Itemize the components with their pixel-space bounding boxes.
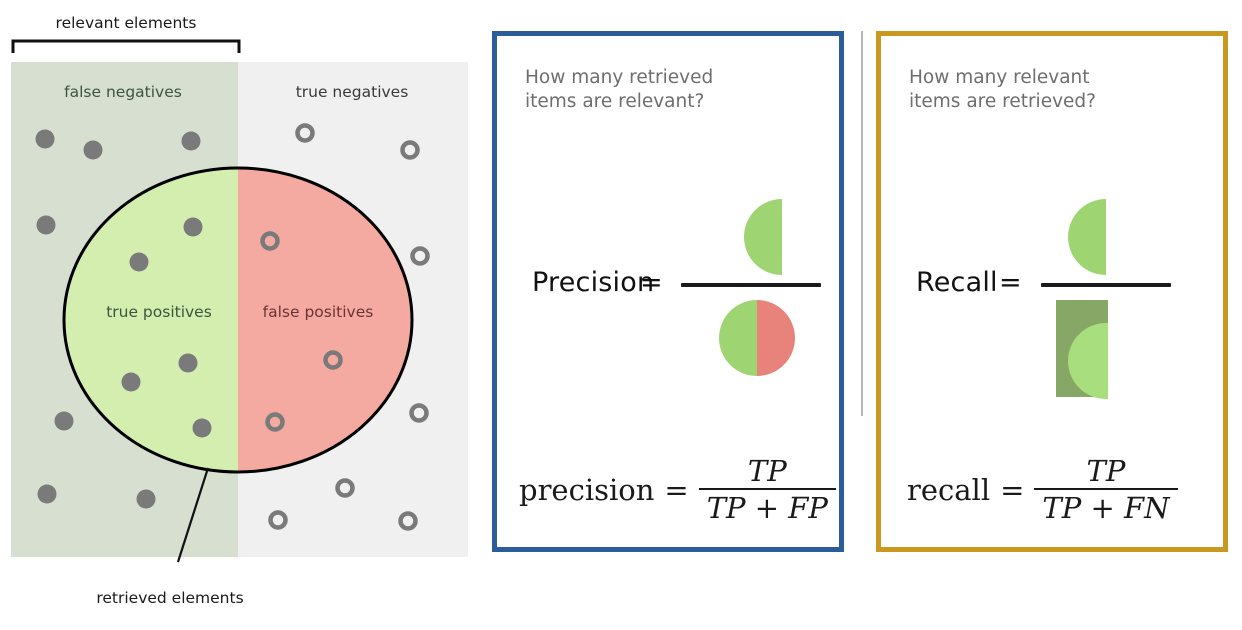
true-positives-region [64,168,238,472]
precision-formula-equals: = [664,472,689,507]
precision-question: How many retrieved items are relevant? [525,67,714,112]
non-relevant-item-circle [400,140,420,160]
recall-formula-name: recall [907,472,991,507]
relevant-item-dot [54,411,74,431]
non-relevant-item-markers [260,123,430,531]
relevant-item-dot [136,489,156,509]
split-disc-red-half [757,300,795,376]
recall-metric-label: Recall [916,267,998,298]
precision-recall-venn-diagram: relevant elements false negatives true n… [11,14,468,607]
non-relevant-item-circle [323,350,343,370]
relevant-item-dot [129,252,149,272]
recall-card: How many relevant items are retrieved? R… [876,31,1228,552]
non-relevant-item-circle [260,231,280,251]
relevant-item-markers [35,129,212,509]
precision-formula: precision = TP TP + FP [519,456,836,524]
recall-formula: recall = TP TP + FN [907,456,1178,524]
relevant-item-dot [83,140,103,160]
recall-fraction-bar [1041,283,1171,287]
relevant-item-dot [37,484,57,504]
precision-fraction-bar [681,283,821,287]
label-true-positives: true positives [106,303,212,321]
non-relevant-item-circle [335,478,355,498]
recall-equals-sign: = [999,267,1022,298]
relevant-item-dot [35,129,55,149]
recall-formula-rule [1034,488,1178,491]
non-relevant-item-circle [295,123,315,143]
relevant-item-dot [121,372,141,392]
relevant-item-dot [183,217,203,237]
recall-visual-equation: Recall = [881,199,1223,401]
precision-metric-label: Precision [532,267,655,298]
non-relevant-item-circle [410,246,430,266]
retrieved-ellipse-outline [62,166,414,474]
precision-formula-denominator: TP + FP [706,491,828,526]
precision-formula-numerator: TP [747,454,787,488]
split-disc-green-half [719,300,757,376]
non-relevant-item-circle [409,403,429,423]
precision-numerator-half-disc [744,199,782,275]
recall-denominator-relevant-box [1056,300,1108,399]
relevant-elements-bracket [11,39,241,53]
non-relevant-item-circle [268,510,288,530]
relevant-item-dot [178,353,198,373]
retrieved-elements-leader-line [176,467,210,563]
bracket-label: relevant elements [56,14,197,32]
precision-denominator-split-disc [719,300,795,376]
precision-card: How many retrieved items are relevant? P… [492,31,844,552]
cards-divider [861,31,863,416]
recall-formula-numerator: TP [1086,454,1126,488]
relevant-item-dot [192,418,212,438]
recall-formula-equals: = [1000,472,1025,507]
non-relevant-item-circle [265,412,285,432]
precision-equals-sign: = [640,267,663,298]
label-false-positives: false positives [263,303,374,321]
label-false-negatives: false negatives [64,83,182,101]
relevant-item-dot [36,215,56,235]
retrieved-elements-ellipse [62,166,414,474]
relevant-box-green-half [1068,323,1108,399]
callout-label: retrieved elements [96,589,243,607]
precision-visual-equation: Precision = [497,199,839,401]
recall-formula-denominator: TP + FN [1042,491,1170,526]
precision-formula-rule [698,488,836,491]
precision-formula-fraction: TP TP + FP [698,454,836,526]
recall-numerator-half-disc [1068,199,1106,275]
recall-formula-fraction: TP TP + FN [1034,454,1178,526]
false-positives-region [238,168,412,472]
label-true-negatives: true negatives [296,83,409,101]
precision-formula-name: precision [519,472,655,507]
recall-question: How many relevant items are retrieved? [909,67,1096,112]
relevant-item-dot [181,131,201,151]
non-relevant-item-circle [398,511,418,531]
